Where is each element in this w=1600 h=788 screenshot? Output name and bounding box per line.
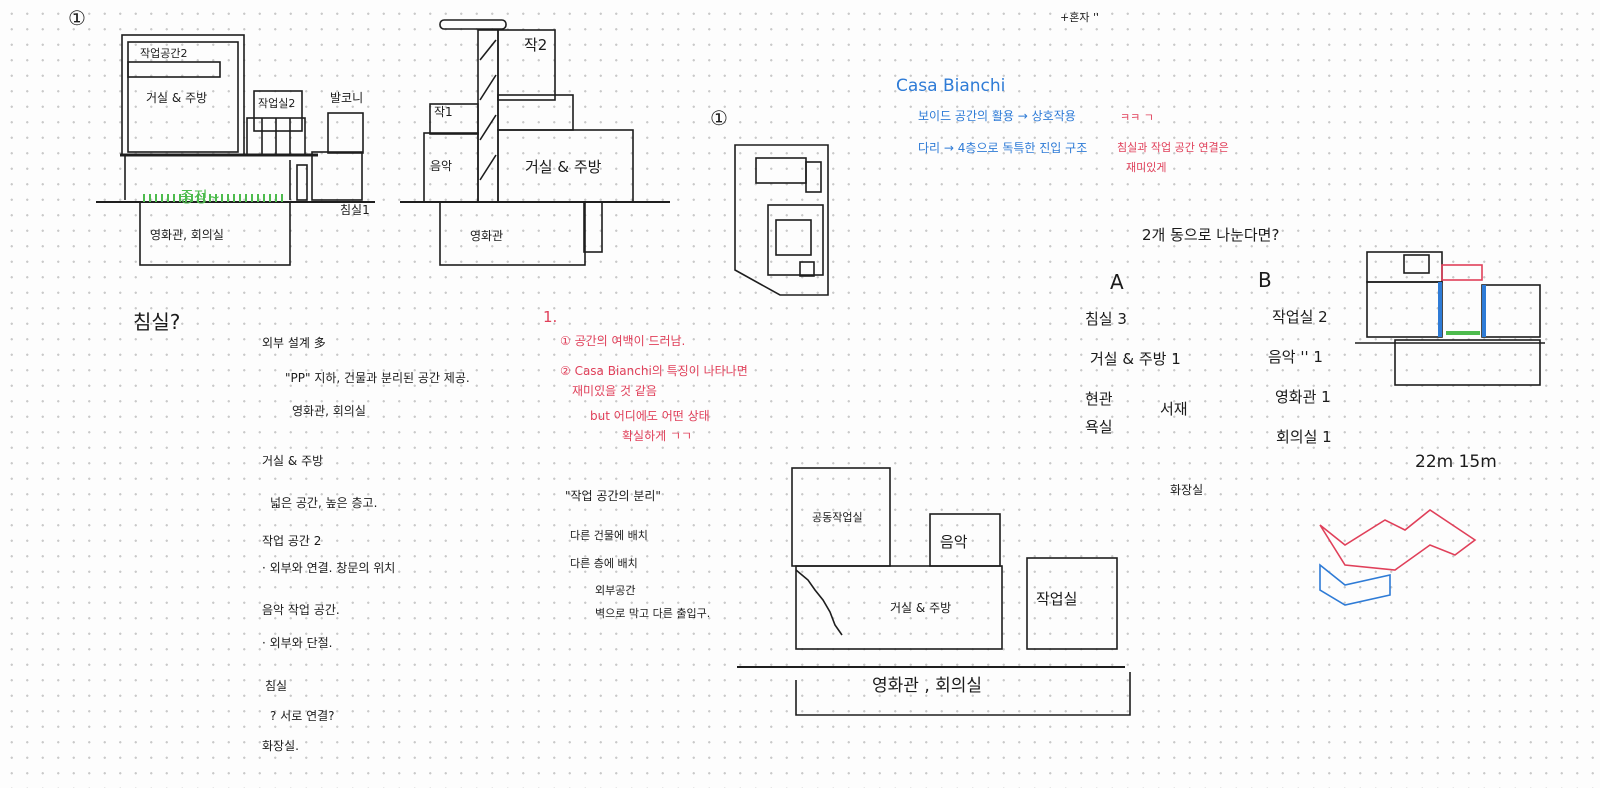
a-item: 거실 & 주방 1 [1090,350,1181,368]
note-line: 거실 & 주방 [262,454,324,468]
group-b-label: B [1258,268,1272,292]
section-sketch-4 [737,467,1131,716]
top-note: +혼자 '' [1060,11,1100,24]
note-line: 영화관, 회의실 [292,404,366,418]
label-music: 음악 [430,159,453,173]
red-note: ② Casa Bianchi의 특징이 나타나면 [560,364,748,378]
a-item: 서재 [1160,400,1188,418]
label-work2: 작2 [524,36,548,54]
separation-title: "작업 공간의 분리" [565,489,661,503]
note-line: 화장실. [262,739,299,753]
label-basement2: 영화관 [470,229,504,243]
b-item: 회의실 1 [1276,428,1332,446]
marker-one: ① [68,6,86,30]
casa-title: Casa Bianchi [896,76,1006,96]
label-courtyard: 중정~ [180,188,221,206]
separation-item: 다른 층에 배치 [570,557,638,570]
section-sketch-2 [400,19,670,266]
label-shared-studio: 공동작업실 [812,511,863,524]
label-bedroom1: 침실1 [340,203,370,217]
separation-item: 외부공간 [595,584,636,597]
red-note: 확실하게 ㄱㄱ [622,429,693,443]
label-balcony: 발코니 [330,91,364,105]
label-studio3: 작업실 [1036,590,1078,608]
red-number: 1. [543,308,558,326]
label-living: 거실 & 주방 [146,91,208,105]
separation-item: 벽으로 막고 다른 출입구. [595,607,711,620]
dimensions: 22m 15m [1415,452,1497,472]
note-line: "PP" 지하, 건물과 분리된 공간 제공. [285,371,470,385]
casa-line2-note: 침실과 작업 공간 연결은 [1117,141,1229,154]
label-basement1: 영화관, 회의실 [150,228,224,242]
red-note: ① 공간의 여백이 드러남. [560,334,686,348]
note-line: 작업 공간 2 [262,534,322,548]
note-line: · 외부와 연결. 창문의 위치 [262,561,396,575]
section-sketch-1 [96,34,375,266]
label-work1: 작1 [434,105,453,119]
casa-line2-note2: 재미있게 [1126,161,1167,174]
3d-massing-sketch [1319,509,1477,606]
note-line: 외부 설계 多 [262,336,326,350]
separation-item: 다른 건물에 배치 [570,529,648,542]
note-line: 침실 [265,679,288,693]
a-item: 침실 3 [1085,310,1127,328]
b-item: 영화관 1 [1275,388,1331,406]
label-workspace2: 작업공간2 [140,47,188,60]
note-line: · 외부와 단절. [262,636,333,650]
a-item: 욕실 [1085,418,1113,436]
marker-one-plan: ① [710,106,728,130]
toilet-note: 화장실 [1170,483,1204,497]
b-item: 작업실 2 [1272,308,1328,326]
split-question: 2개 동으로 나눈다면? [1142,226,1280,244]
casa-line2: 다리 → 4층으로 독특한 진입 구조 [918,141,1088,155]
red-note: 재미있을 것 같음 [572,384,657,398]
casa-line1-note: ㅋㅋ ㄱ [1120,111,1154,124]
label-living2: 거실 & 주방 [525,158,602,176]
red-note: but 어디에도 어떤 상태 [590,409,710,423]
note-line: ? 서로 연결? [270,709,335,723]
label-basement3: 영화관 , 회의실 [872,676,983,696]
bedroom-question: 침실? [133,310,181,334]
a-item: 현관 [1085,390,1113,408]
label-studio2: 작업실2 [258,97,296,110]
label-living3: 거실 & 주방 [890,601,952,615]
casa-line1: 보이드 공간의 활용 → 상호작용 [918,109,1076,123]
note-line: 음악 작업 공간. [262,603,340,617]
b-item: 음악 '' 1 [1268,348,1323,366]
label-music3: 음악 [940,533,968,551]
plan-sketch [734,144,829,296]
group-a-label: A [1110,270,1124,294]
note-line: 넓은 공간, 높은 층고. [270,496,378,510]
section-sketch-3 [1355,251,1545,386]
